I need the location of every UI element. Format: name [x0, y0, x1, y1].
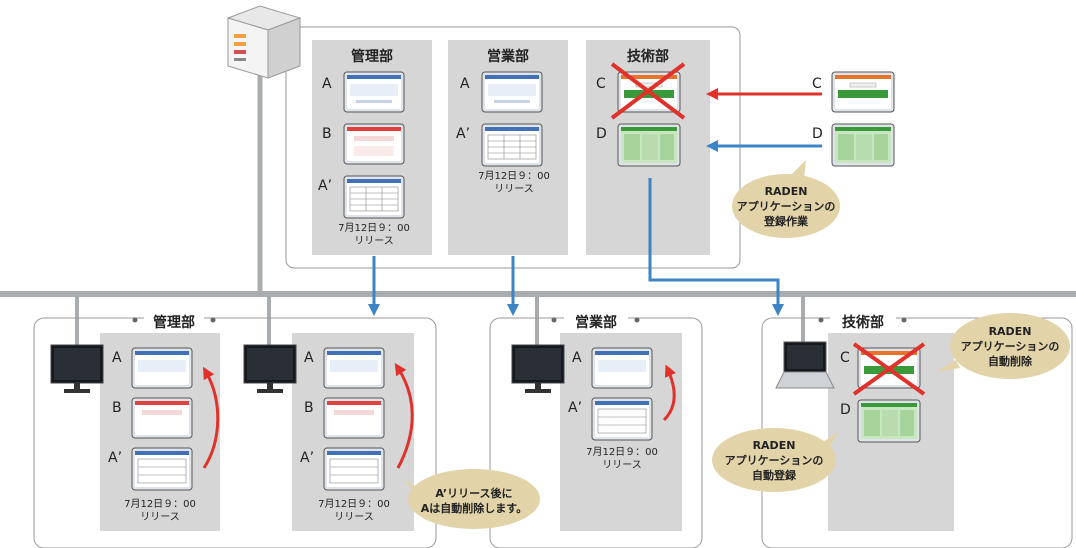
app-label: A	[304, 350, 314, 366]
app-label: A’	[568, 400, 583, 416]
app-thumbnail-d	[617, 123, 681, 167]
app-thumbnail-b	[323, 397, 385, 439]
monitor-icon	[511, 344, 565, 393]
release-note: 7月12日９：00 リリース	[124, 499, 196, 523]
app-thumbnail-a-prime	[481, 123, 543, 167]
app-label: B	[304, 400, 314, 416]
app-thumbnail-a	[343, 71, 405, 113]
client-title: 営業部	[564, 312, 628, 332]
app-thumbnail-a-prime	[323, 447, 385, 491]
app-label: A’	[318, 178, 333, 194]
app-label: A	[112, 350, 122, 366]
delete-x-icon	[610, 62, 686, 120]
panel-title: 管理部	[351, 49, 393, 65]
app-label: C	[596, 76, 606, 92]
replace-arrow	[394, 362, 414, 469]
speech-bubble	[732, 174, 840, 238]
client-title: 管理部	[144, 312, 204, 332]
release-note: 7月12日９：00 リリース	[586, 447, 658, 471]
replace-arrow	[202, 366, 220, 469]
laptop-icon	[775, 341, 835, 389]
speech-bubble-tail	[936, 360, 960, 372]
app-thumbnail-a	[323, 347, 385, 389]
app-thumbnail-a	[481, 71, 543, 113]
monitor-icon	[243, 344, 297, 393]
app-label: A	[572, 350, 582, 366]
app-label: A	[322, 76, 332, 92]
deploy-arrow	[648, 178, 784, 316]
app-label: A’	[456, 126, 471, 142]
speech-bubble	[712, 428, 836, 492]
client-title: 技術部	[830, 312, 896, 332]
app-thumbnail-a-prime	[131, 447, 193, 491]
delete-x-icon	[852, 342, 926, 396]
app-label: B	[112, 400, 122, 416]
app-thumbnail-a-prime	[591, 397, 653, 441]
bubble-text: RADEN アプリケーションの 自動登録	[724, 439, 824, 482]
speech-bubble-tail	[820, 432, 838, 454]
server-icon	[226, 5, 302, 79]
bubble-text: A’リリース後に Aは自動削除します。	[420, 487, 528, 515]
app-label: D	[840, 402, 851, 418]
app-thumbnail-c-incoming	[831, 71, 895, 113]
app-thumbnail-b	[131, 397, 193, 439]
app-thumbnail-a	[131, 347, 193, 389]
app-label: C	[840, 350, 850, 366]
header-dots	[132, 317, 907, 323]
app-label: A	[460, 76, 470, 92]
replace-arrow	[662, 364, 676, 422]
monitor-icon	[50, 344, 104, 393]
app-thumbnail-a	[591, 347, 653, 389]
bubble-text: RADEN アプリケーションの 自動削除	[960, 325, 1060, 368]
client-frame-1	[33, 317, 437, 548]
app-label: C	[812, 76, 822, 92]
app-label: A’	[300, 450, 315, 466]
bubble-text: RADEN アプリケーションの 登録作業	[736, 185, 836, 228]
speech-bubble-tail	[790, 160, 806, 180]
release-note: 7月12日９：00 リリース	[478, 171, 550, 195]
app-thumbnail-a-prime	[343, 175, 405, 219]
app-thumbnail-d-incoming	[831, 123, 895, 167]
app-label: D	[812, 126, 823, 142]
release-note: 7月12日９：00 リリース	[318, 499, 390, 523]
app-label: B	[322, 126, 332, 142]
app-thumbnail-b	[343, 123, 405, 165]
panel-title: 技術部	[627, 49, 669, 65]
app-label: D	[596, 126, 607, 142]
panel-title: 営業部	[487, 49, 529, 65]
speech-bubble-tail	[400, 478, 424, 498]
speech-bubble	[408, 469, 540, 529]
release-note: 7月12日９：00 リリース	[338, 223, 410, 247]
app-label: A’	[108, 450, 123, 466]
speech-bubble	[950, 313, 1070, 379]
app-thumbnail-d	[857, 399, 921, 443]
